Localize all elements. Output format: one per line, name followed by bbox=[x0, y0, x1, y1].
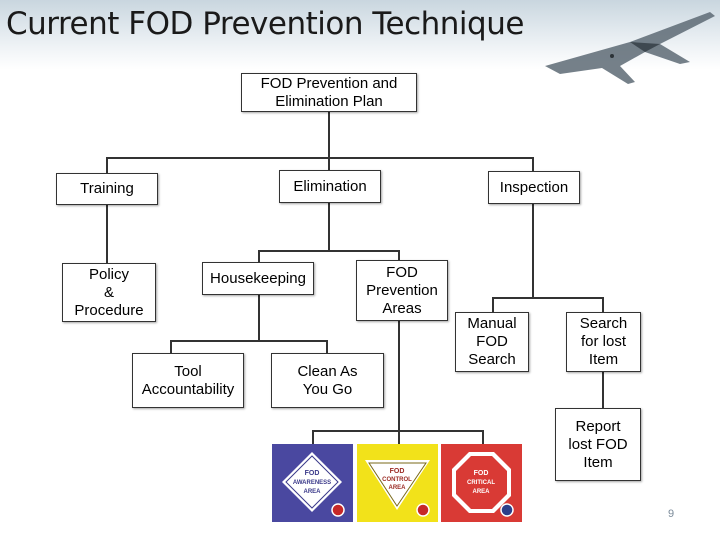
connector bbox=[170, 340, 328, 342]
node-clean-as-you-go: Clean As You Go bbox=[271, 353, 384, 408]
connector bbox=[328, 202, 330, 250]
sign-text: AWARENESS bbox=[293, 480, 331, 486]
connector bbox=[492, 297, 494, 312]
connector bbox=[170, 340, 172, 353]
node-training: Training bbox=[56, 173, 158, 205]
connector bbox=[328, 157, 330, 170]
connector bbox=[602, 371, 604, 408]
node-label: Elimination bbox=[293, 177, 367, 195]
node-inspection: Inspection bbox=[488, 171, 580, 204]
sign-text: AREA bbox=[472, 489, 490, 495]
node-label: Policy & Procedure bbox=[74, 265, 144, 319]
node-label: FOD Prevention Areas bbox=[366, 263, 438, 317]
fod-awareness-area-sign: FOD AWARENESS AREA bbox=[272, 444, 353, 522]
sign-text: FOD bbox=[305, 470, 320, 477]
connector bbox=[482, 430, 484, 444]
node-label: Inspection bbox=[499, 178, 569, 196]
node-label: FOD Prevention and Elimination Plan bbox=[260, 74, 398, 110]
node-fod-prevention-areas: FOD Prevention Areas bbox=[356, 260, 448, 321]
node-label: Clean As You Go bbox=[297, 362, 358, 398]
sign-text: AREA bbox=[388, 485, 406, 491]
sign-text: CRITICAL bbox=[467, 480, 495, 486]
connector bbox=[106, 157, 108, 173]
sign-text: FOD bbox=[390, 468, 405, 475]
node-label: Report lost FOD Item bbox=[568, 417, 628, 471]
connector bbox=[532, 203, 534, 297]
connector bbox=[398, 320, 400, 430]
connector bbox=[258, 294, 260, 340]
connector bbox=[258, 250, 260, 262]
sign-text: CONTROL bbox=[382, 477, 412, 483]
node-report-lost-fod: Report lost FOD Item bbox=[555, 408, 641, 481]
node-label: Manual FOD Search bbox=[467, 315, 517, 368]
connector bbox=[532, 157, 534, 171]
node-policy-procedure: Policy & Procedure bbox=[62, 263, 156, 322]
connector bbox=[312, 430, 314, 444]
connector bbox=[106, 157, 534, 159]
node-search-lost-item: Search for lost Item bbox=[566, 312, 641, 372]
sign-text: AREA bbox=[303, 489, 321, 495]
connector bbox=[328, 111, 330, 157]
connector bbox=[398, 250, 400, 260]
node-fod-prevention-plan: FOD Prevention and Elimination Plan bbox=[241, 73, 417, 112]
sign-text: FOD bbox=[474, 470, 489, 477]
node-label: Training bbox=[80, 180, 134, 197]
node-tool-accountability: Tool Accountability bbox=[132, 353, 244, 408]
page-title: Current FOD Prevention Technique bbox=[6, 6, 524, 42]
connector bbox=[492, 297, 604, 299]
connector bbox=[602, 297, 604, 312]
fighter-jet-icon bbox=[545, 12, 715, 84]
fod-critical-area-sign: FOD CRITICAL AREA bbox=[441, 444, 522, 522]
fod-control-area-sign: FOD CONTROL AREA bbox=[357, 444, 438, 522]
node-housekeeping: Housekeeping bbox=[202, 262, 314, 295]
connector bbox=[326, 340, 328, 353]
connector bbox=[398, 430, 400, 444]
connector bbox=[106, 204, 108, 263]
node-manual-fod-search: Manual FOD Search bbox=[455, 312, 529, 372]
node-label: Housekeeping bbox=[210, 269, 306, 287]
node-label: Tool Accountability bbox=[141, 362, 235, 398]
page-number: 9 bbox=[668, 508, 675, 520]
node-elimination: Elimination bbox=[279, 170, 381, 203]
connector bbox=[258, 250, 400, 252]
node-label: Search for lost Item bbox=[579, 315, 628, 368]
